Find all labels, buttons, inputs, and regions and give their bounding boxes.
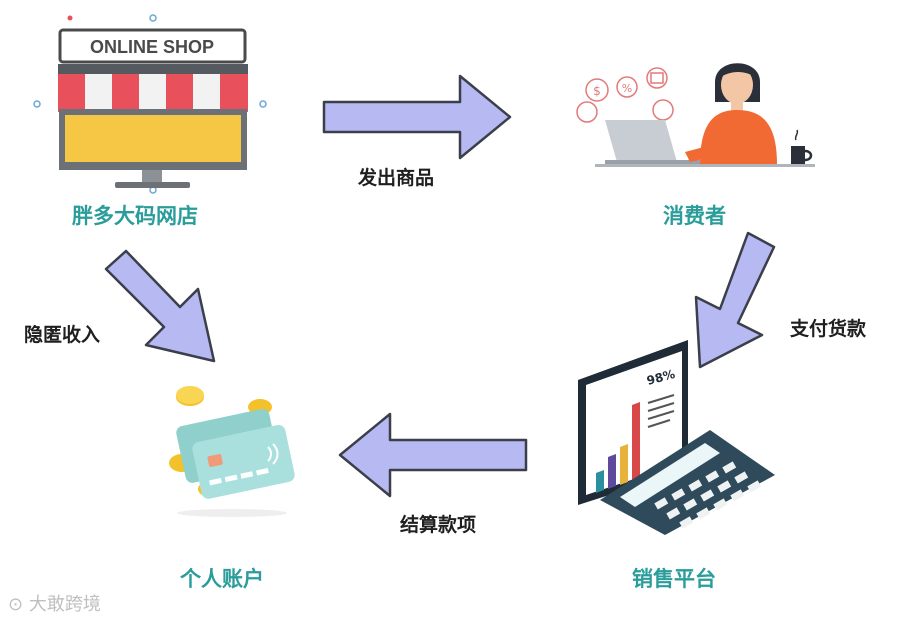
platform-label: 销售平台 xyxy=(632,567,716,591)
shop-sign-text: ONLINE SHOP xyxy=(90,37,214,57)
edge-label-ship-goods: 发出商品 xyxy=(358,167,435,189)
arrow-pay xyxy=(694,231,776,369)
watermark-text: 大敢跨境 xyxy=(28,594,101,615)
arrow-hidden-income xyxy=(104,249,216,363)
arrow-ship-goods xyxy=(322,74,512,160)
edge-label-pay: 支付货款 xyxy=(790,318,867,340)
arrow-settle xyxy=(338,412,528,498)
online-shop-icon: ONLINE SHOP xyxy=(33,14,267,194)
svg-text:%: % xyxy=(622,82,632,95)
watermark: ⊙ 大敢跨境 xyxy=(8,590,101,616)
consumer-label: 消费者 xyxy=(663,204,726,228)
watermark-logo-icon: ⊙ xyxy=(8,594,24,615)
account-label: 个人账户 xyxy=(180,567,264,591)
consumer-icon: $ % xyxy=(576,63,815,167)
edge-label-settle: 结算款项 xyxy=(400,514,477,536)
edge-label-hidden-income: 隐匿收入 xyxy=(24,324,101,346)
personal-account-icon xyxy=(169,386,295,517)
shop-label: 胖多大码网店 xyxy=(72,204,198,228)
svg-text:$: $ xyxy=(593,84,601,98)
sales-platform-icon: 98% xyxy=(578,340,775,535)
